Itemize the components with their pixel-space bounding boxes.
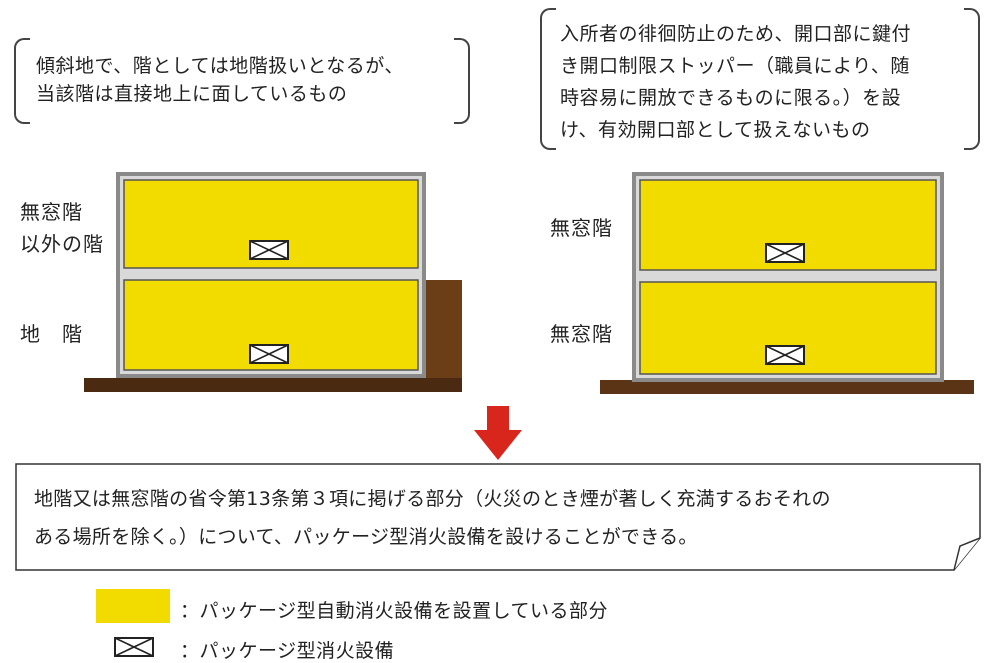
conclusion-line-1: 地階又は無窓階の省令第13条第３項に掲げる部分（火災のとき煙が著しく充満するおそ… — [34, 488, 831, 510]
left-building — [116, 172, 426, 378]
legend-device-text: ：パッケージ型消火設備 — [180, 640, 395, 662]
conclusion-box-frame — [15, 463, 981, 571]
right-upper-label: 無窓階 — [550, 216, 613, 240]
right-note-line-4: け、有効開口部として扱えないもの — [560, 119, 871, 141]
left-lower-device-icon — [249, 344, 289, 364]
down-arrow-icon — [474, 406, 522, 460]
right-lower-label: 無窓階 — [550, 322, 613, 346]
right-building — [632, 172, 944, 382]
legend-fill-swatch — [96, 589, 170, 623]
legend-fill-text: ：パッケージ型自動消火設備を設置している部分 — [180, 600, 609, 622]
legend-device-icon — [114, 637, 154, 657]
left-note-line-2: 当該階は直接地上に面しているもの — [36, 83, 348, 105]
right-note: 入所者の徘徊防止のため、開口部に鍵付 き開口制限ストッパー（職員により、随 時容… — [540, 8, 980, 150]
right-lower-device-icon — [765, 345, 805, 365]
left-lower-label: 地 階 — [20, 322, 83, 346]
left-slope-earth — [420, 280, 462, 382]
left-upper-label-1: 無窓階 — [20, 200, 83, 224]
conclusion-line-2: ある場所を除く。）について、パッケージ型消火設備を設けることができる。 — [34, 526, 698, 548]
right-upper-device-icon — [765, 243, 805, 263]
left-note: 傾斜地で、階としては地階扱いとなるが、 当該階は直接地上に面しているもの — [14, 38, 470, 124]
left-ground — [84, 280, 462, 392]
right-note-line-2: き開口制限ストッパー（職員により、随 — [560, 55, 910, 77]
right-ground — [600, 380, 974, 394]
buildings-diagram — [84, 172, 974, 394]
left-upper-device-icon — [249, 240, 289, 260]
right-note-line-3: 時容易に開放できるものに限る。）を設 — [560, 87, 902, 109]
left-upper-label-2: 以外の階 — [20, 232, 104, 256]
left-note-line-1: 傾斜地で、階としては地階扱いとなるが、 — [36, 55, 404, 77]
right-note-line-1: 入所者の徘徊防止のため、開口部に鍵付 — [560, 23, 912, 45]
